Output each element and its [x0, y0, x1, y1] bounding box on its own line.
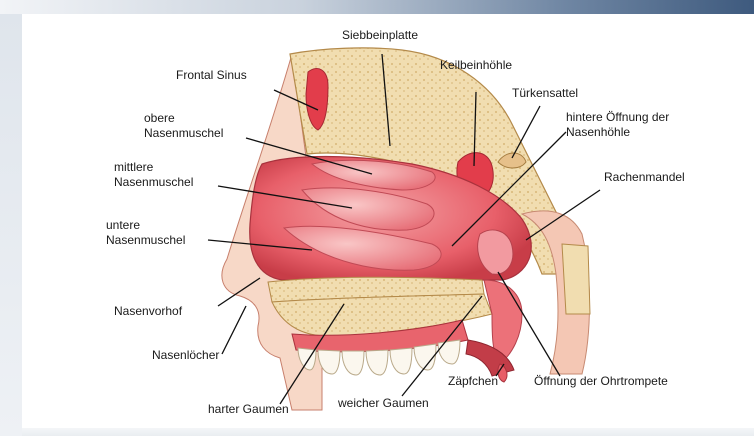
label-keilbeinhoehle: Keilbeinhöhle — [440, 58, 512, 72]
label-rachenmandel: Rachenmandel — [604, 170, 685, 184]
label-mittlere-line2: Nasenmuschel — [114, 175, 193, 189]
label-nasenvorhof: Nasenvorhof — [114, 304, 182, 318]
label-hintere-line1: hintere Öffnung der — [566, 110, 669, 124]
label-untere-line1: untere — [106, 218, 140, 232]
label-siebbeinplatte: Siebbeinplatte — [342, 28, 418, 42]
label-hintere-line2: Nasenhöhle — [566, 125, 630, 139]
label-obere-line1: obere — [144, 111, 175, 125]
label-tuerkensattel: Türkensattel — [512, 86, 578, 100]
label-mittlere-line1: mittlere — [114, 160, 153, 174]
label-untere-line2: Nasenmuschel — [106, 233, 185, 247]
vertebra-shape — [562, 244, 590, 314]
label-harter-gaumen: harter Gaumen — [208, 402, 289, 416]
label-obere-line2: Nasenmuschel — [144, 126, 223, 140]
label-zaepfchen: Zäpfchen — [448, 374, 498, 388]
label-nasenloecher: Nasenlöcher — [152, 348, 219, 362]
window-bottom-shadow — [22, 428, 754, 436]
window-top-bar — [0, 0, 754, 14]
label-weicher-gaumen: weicher Gaumen — [338, 396, 429, 410]
label-ohrtrompete: Öffnung der Ohrtrompete — [534, 374, 668, 388]
nasal-cavity-diagram: Siebbeinplatte Frontal Sinus Keilbeinhöh… — [22, 14, 754, 428]
label-frontal-sinus: Frontal Sinus — [176, 68, 247, 82]
window-left-bar — [0, 14, 22, 436]
